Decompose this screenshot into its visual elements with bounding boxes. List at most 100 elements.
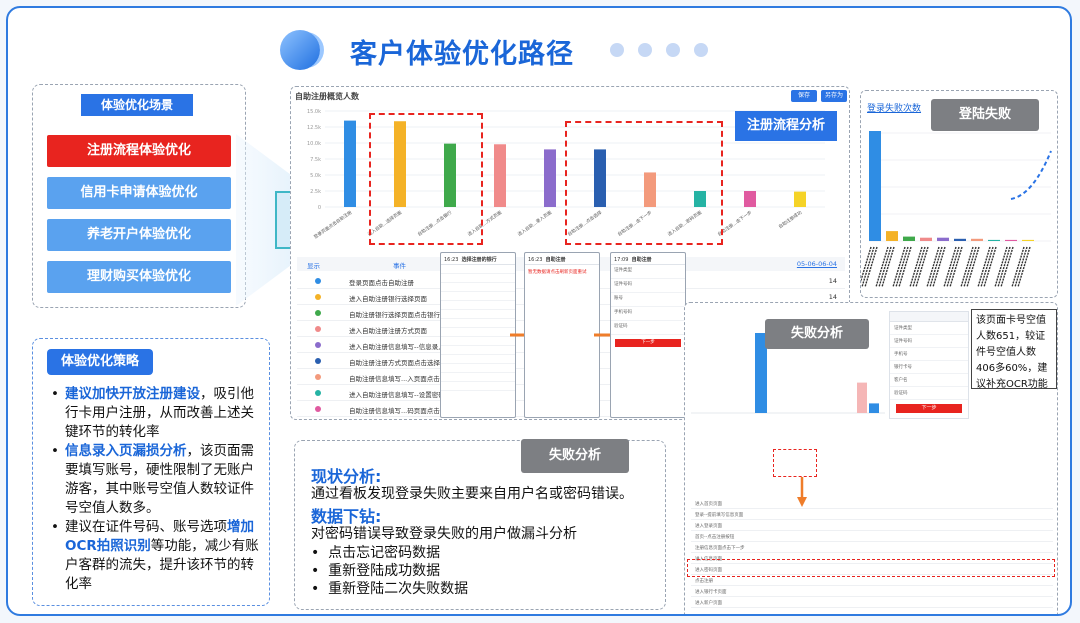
bar — [886, 231, 898, 241]
row-name: 自助注册银行选择页面点击银行 — [349, 311, 440, 319]
login-fail-title: 登录失败次数 — [867, 104, 922, 114]
x-tick-label — [929, 246, 943, 288]
x-tick-label — [997, 246, 1011, 288]
bar — [694, 191, 706, 207]
bar — [744, 191, 756, 207]
title-circle-icon — [280, 30, 320, 70]
save-button[interactable]: 保存 — [791, 90, 817, 102]
failure-form-field[interactable]: 客户名 — [890, 374, 968, 387]
bar — [857, 382, 867, 413]
phone-list-line — [441, 373, 515, 382]
drill-text: 对密码错误导致登录失败的用户做漏斗分析 — [311, 526, 577, 542]
bar — [394, 121, 406, 207]
failure-table-row[interactable]: 进入首页页面 — [691, 499, 1053, 509]
analysis-callout: 失败分析 — [521, 439, 629, 473]
x-tick-label — [909, 246, 923, 288]
x-tick-label — [1017, 246, 1031, 288]
phone-list-line — [441, 283, 515, 292]
highlight-box-4 — [687, 559, 1055, 577]
drill-bullet: • 重新登陆二次失败数据 — [311, 581, 469, 597]
drill-title: 数据下钻: — [311, 507, 382, 526]
phone-form-field[interactable]: 手机号码 — [611, 307, 685, 321]
phone-form-field[interactable]: 证件类型 — [611, 265, 685, 279]
x-tick-label — [963, 246, 977, 288]
bar — [903, 236, 915, 241]
failure-table-row[interactable]: 进入新户页面 — [691, 598, 1053, 608]
x-tick-label — [898, 246, 912, 288]
row-name: 自助注册信息填写...码页面点击下一步 — [349, 407, 460, 415]
bar — [644, 172, 656, 207]
failure-table-row[interactable]: 首页--点击注册按钮 — [691, 532, 1053, 542]
save-as-button[interactable]: 另存为 — [821, 90, 847, 102]
phone-list-line — [441, 274, 515, 283]
highlight-box-3 — [773, 449, 817, 477]
x-tick-label — [977, 246, 991, 288]
phone-register-form: 17:09 自助注册 证件类型证件号码账号手机号码验证码 下一步 — [610, 252, 686, 418]
x-tick-label — [946, 246, 960, 288]
row-value: 14 — [828, 293, 837, 301]
phone-form-field[interactable]: 证件号码 — [611, 279, 685, 293]
phone-form-field[interactable]: 账号 — [611, 293, 685, 307]
failure-table-row[interactable]: 注册信息页面点击下一步 — [691, 543, 1053, 553]
scene-header: 体验优化场景 — [81, 94, 193, 116]
slide-frame: 客户体验优化路径 体验优化场景 注册流程体验优化 信用卡申请体验优化 养老开户体… — [6, 6, 1072, 616]
title-dots — [610, 42, 722, 61]
x-tick-label — [915, 246, 929, 288]
bar — [971, 238, 983, 241]
x-tick-label — [966, 246, 980, 288]
phone-form-field[interactable]: 验证码 — [611, 321, 685, 335]
bar — [594, 149, 606, 207]
x-tick-label — [960, 246, 974, 288]
failure-callout: 失败分析 — [765, 319, 869, 349]
x-tick-label — [983, 246, 997, 288]
login-fail-panel: 登录失败次数 登陆失败 — [860, 90, 1058, 298]
scene-item-register[interactable]: 注册流程体验优化 — [47, 135, 231, 167]
row-name: 登录页面点击自助注册 — [349, 279, 414, 287]
failure-table-row[interactable]: 进入密码页面 — [691, 565, 1053, 575]
row-color-dot — [315, 374, 321, 380]
scene-item-wealth[interactable]: 理财购买体验优化 — [47, 261, 231, 293]
bar — [954, 238, 966, 241]
failure-table-row[interactable]: 进入登录页面 — [691, 521, 1053, 531]
y-tick-label: 5.0k — [310, 173, 321, 179]
analysis-panel: 失败分析 现状分析: 通过看板发现登录失败主要来自用户名或密码错误。 数据下钻:… — [294, 439, 666, 610]
phone-next-button[interactable]: 下一步 — [615, 339, 681, 347]
x-tick-label — [926, 246, 940, 288]
x-tick-label — [1011, 246, 1025, 288]
y-tick-label: 7.5k — [310, 157, 321, 163]
bar — [920, 237, 932, 241]
failure-form-field[interactable]: 证件号码 — [890, 335, 968, 348]
y-tick-label: 10.0k — [307, 141, 321, 147]
failure-table-row[interactable]: 点击注册 — [691, 576, 1053, 586]
failure-table-row[interactable]: 登录--提前填写信息页面 — [691, 510, 1053, 520]
failure-form: 证件类型证件号码手机号银行卡号客户名验证码 下一步 — [889, 311, 969, 419]
failure-form-field[interactable]: 手机号 — [890, 348, 968, 361]
bar — [1022, 239, 1034, 241]
x-tick-label — [980, 246, 994, 288]
row-name: 进入自助注册信息填写--信息录入页面 — [349, 343, 458, 351]
bar — [869, 131, 881, 241]
x-tick-label — [861, 246, 875, 288]
failure-next-button[interactable]: 下一步 — [896, 404, 962, 413]
arrow-down-icon — [797, 477, 807, 507]
phone-list-line — [441, 319, 515, 328]
x-tick-label — [994, 246, 1008, 288]
bar — [937, 237, 949, 241]
phone-bank-select: 16:23 选择注册的银行 — [440, 252, 516, 418]
register-analysis-callout: 注册流程分析 — [735, 111, 837, 141]
drill-bullet: • 点击忘记密码数据 — [311, 545, 441, 561]
scene-item-credit-card[interactable]: 信用卡申请体验优化 — [47, 177, 231, 209]
failure-form-field[interactable]: 证件类型 — [890, 322, 968, 335]
strategy-list: 建议加快开放注册建设，吸引他行卡用户注册，从而改善上述关键环节的转化率 信息录入… — [49, 385, 261, 594]
login-fail-callout: 登陆失败 — [931, 99, 1039, 131]
highlight-box-2 — [565, 121, 723, 245]
scene-item-pension[interactable]: 养老开户体验优化 — [47, 219, 231, 251]
failure-form-field[interactable]: 银行卡号 — [890, 361, 968, 374]
failure-analysis-panel: 失败分析 证件类型证件号码手机号银行卡号客户名验证码 下一步 该页面卡号空值人数… — [684, 302, 1058, 614]
row-name: 自助注册信息填写...入页面点击下一步 — [349, 375, 460, 383]
failure-form-field[interactable]: 验证码 — [890, 387, 968, 400]
row-name: 进入自助注册注册方式页面 — [349, 327, 427, 335]
phone-list-line — [441, 265, 515, 274]
x-tick-label: 进入自助...录入页面 — [516, 209, 553, 238]
failure-table-row[interactable]: 进入银行卡页面 — [691, 587, 1053, 597]
